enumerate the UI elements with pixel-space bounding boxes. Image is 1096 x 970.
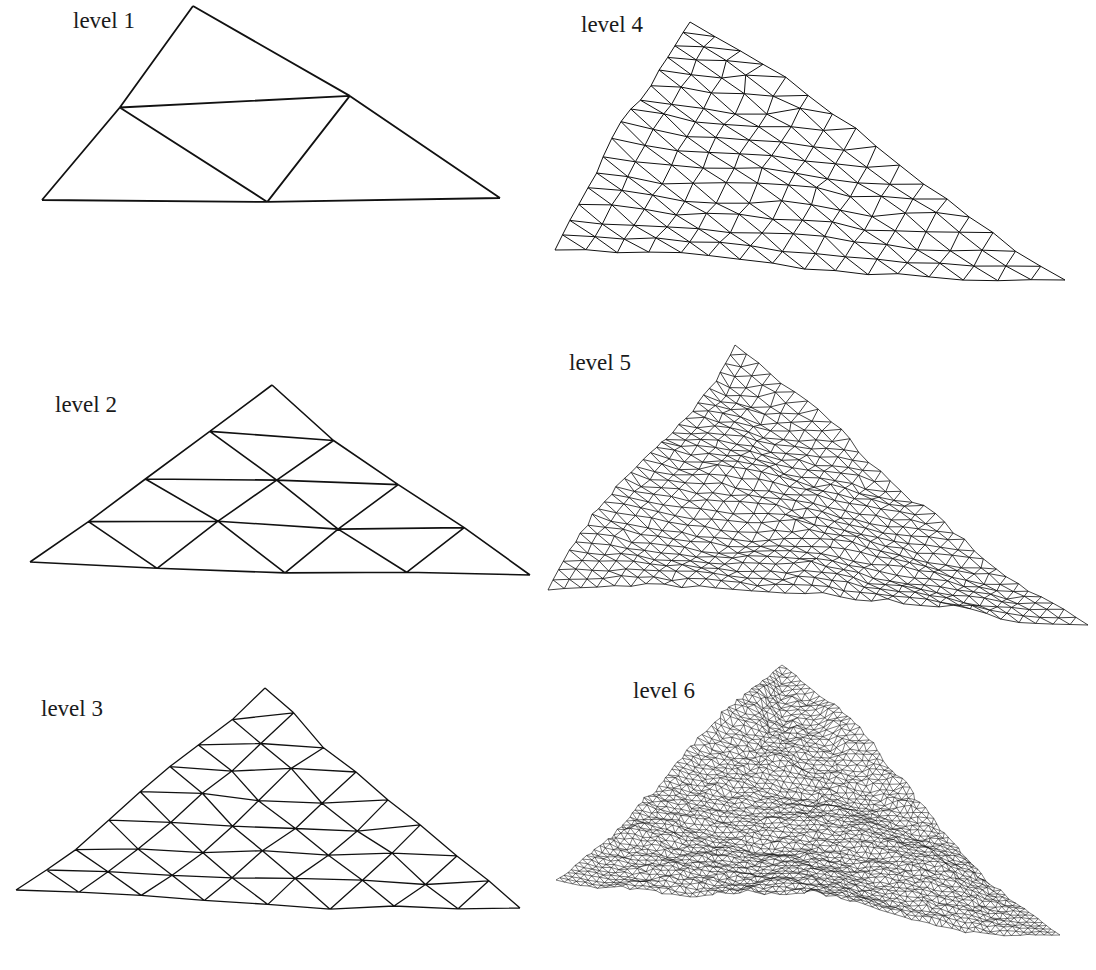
triangle-mesh [548,345,1088,625]
level-label: level 2 [52,392,120,417]
level-label: level 6 [630,678,698,703]
level-label: level 1 [70,8,138,33]
triangle-mesh [555,22,1065,281]
level-label: level 5 [566,350,634,375]
level-label: level 4 [578,12,646,37]
triangle-mesh [30,385,530,575]
triangle-mesh [42,6,500,202]
triangle-mesh [556,665,1060,936]
level-label: level 3 [38,696,106,721]
triangle-mesh [16,688,520,909]
